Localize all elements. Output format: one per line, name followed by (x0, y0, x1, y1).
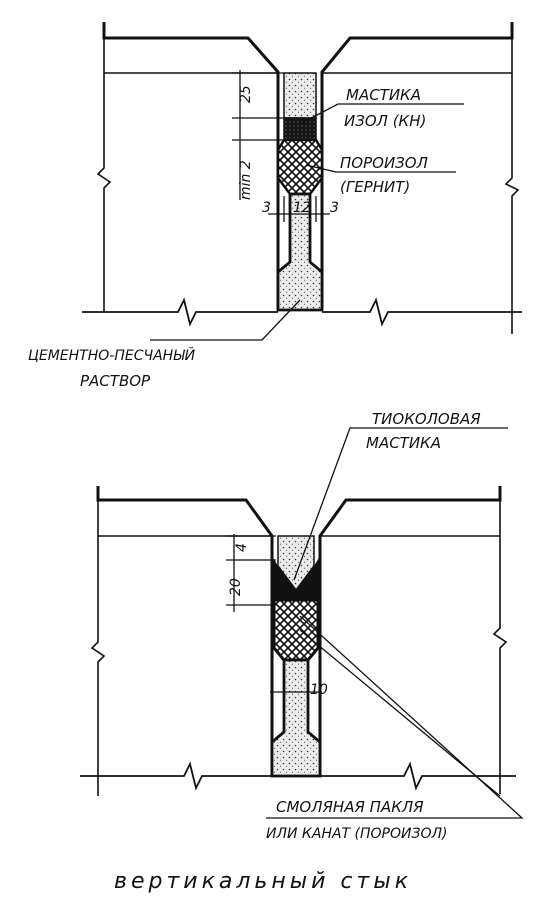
top-leaders (150, 103, 464, 341)
bottom-dim-4: 4 (234, 543, 250, 552)
label-gernit: (ГЕРНИТ) (340, 178, 410, 196)
label-thiokol-line2: МАСТИКА (366, 434, 441, 452)
drawing-title: вертикальный стык (114, 869, 412, 894)
bottom-dimension-lines (226, 534, 322, 693)
top-mastic-fill (283, 117, 317, 141)
top-dim-3-left: 3 (262, 200, 271, 216)
bottom-tow-fill (272, 598, 320, 662)
bottom-dim-20: 20 (228, 578, 244, 596)
bottom-dim-10: 10 (310, 682, 328, 698)
label-thiokol-line1: ТИОКОЛОВАЯ (372, 410, 481, 428)
label-mastic: МАСТИКА (346, 86, 421, 104)
label-mortar-line1: ЦЕМЕНТНО-ПЕСЧАНЫЙ (28, 346, 196, 364)
label-izol-kn: ИЗОЛ (КН) (344, 112, 426, 130)
bottom-panel-outline (80, 486, 516, 796)
bottom-thiokol-fill (272, 556, 320, 600)
label-poroizol: ПОРОИЗОЛ (340, 154, 428, 172)
bottom-detail: 4 20 10 ТИОКОЛОВАЯ МАСТИКА СМОЛЯНАЯ ПАКЛ… (80, 410, 524, 842)
top-dim-min2: min 2 (238, 160, 254, 200)
label-tow-line1: СМОЛЯНАЯ ПАКЛЯ (276, 798, 424, 816)
top-detail: 25 min 2 3 12 3 МАСТИКА ИЗОЛ (КН) ПОРОИЗ… (28, 22, 522, 390)
top-dim-12: 12 (293, 200, 311, 216)
top-dimension-lines (232, 70, 330, 222)
label-tow-line2: ИЛИ КАНАТ (ПОРОИЗОЛ) (266, 826, 447, 842)
bottom-leaders (266, 427, 524, 819)
top-dim-3-right: 3 (330, 200, 339, 216)
top-dim-25: 25 (238, 85, 254, 103)
top-mortar-upper (283, 72, 317, 119)
bottom-mortar-lower (270, 658, 322, 778)
label-mortar-line2: РАСТВОР (80, 372, 151, 390)
